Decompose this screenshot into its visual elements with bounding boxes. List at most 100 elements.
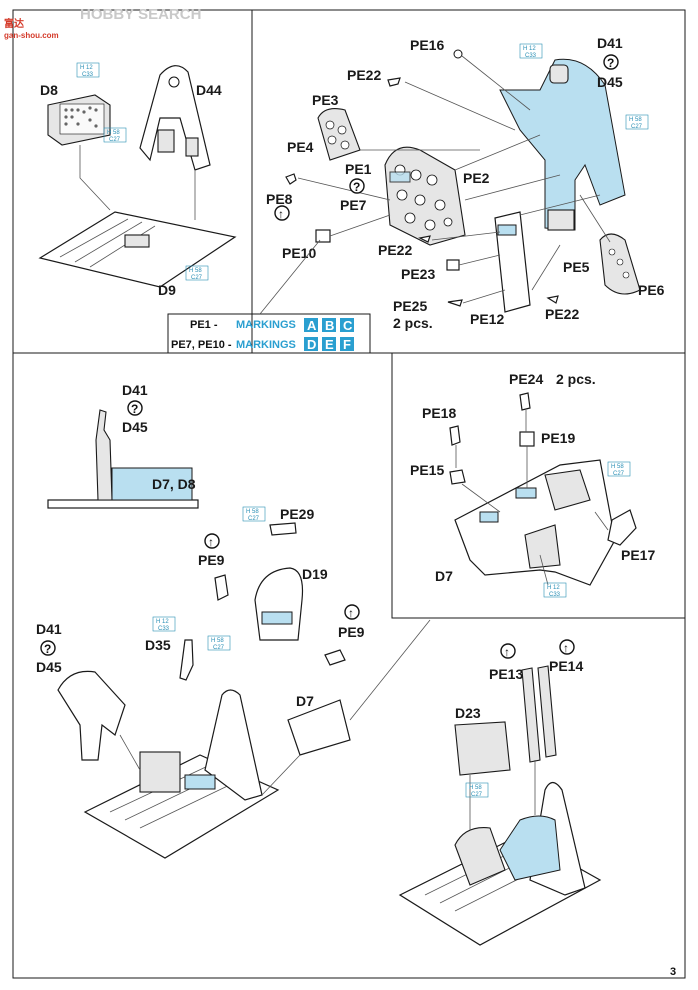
label-pe5: PE5 — [563, 259, 590, 275]
svg-text:C27: C27 — [109, 137, 121, 143]
part-pe3-pe4-panel — [317, 108, 361, 161]
part-d23 — [454, 721, 511, 776]
markings-legend: PE1 - MARKINGS A B C PE7, PE10 - MARKING… — [167, 239, 371, 353]
paint-code-p3-b: H 12 C33 — [152, 616, 176, 632]
label-pe7: PE7 — [340, 197, 367, 213]
part-pe22-mid — [418, 235, 431, 243]
paint-code-p4-b: H 12 C33 — [543, 582, 567, 598]
paint-code-h58: H 58 C27 — [103, 127, 127, 143]
label-d41: D41 — [597, 35, 623, 51]
svg-text:C27: C27 — [191, 275, 203, 281]
svg-text:H 58: H 58 — [611, 464, 624, 470]
label-d8: D8 — [40, 82, 58, 98]
label-d35: D35 — [145, 637, 171, 653]
svg-text:H 12: H 12 — [80, 65, 93, 71]
label-pe22: PE22 — [347, 67, 381, 83]
part-pe12-strip — [494, 211, 531, 313]
part-pe19 — [519, 431, 535, 447]
paint-code-h58-b: H 58 C27 — [185, 265, 209, 281]
label-pe10: PE10 — [282, 245, 316, 261]
svg-text:C33: C33 — [82, 72, 94, 78]
part-pe10 — [315, 229, 331, 243]
part-d8-console — [47, 94, 111, 146]
part-pe22-bottom — [546, 295, 559, 304]
label-pe17: PE17 — [621, 547, 655, 563]
svg-text:C27: C27 — [471, 792, 483, 798]
marking-2-part: PE7, PE10 - — [171, 339, 232, 351]
label-pe18: PE18 — [422, 405, 456, 421]
panel-4-d7-detail: H 58 C27 H 12 C33 PE24 2 pcs. PE18 PE19 … — [410, 371, 655, 598]
section-floor — [47, 499, 199, 509]
label-d7: D7 — [296, 693, 314, 709]
marking-1-part: PE1 - — [190, 319, 218, 331]
part-pe22-top — [387, 77, 401, 87]
svg-text:↑: ↑ — [348, 606, 354, 620]
svg-text:C27: C27 — [213, 645, 225, 651]
part-d9-floor — [38, 211, 237, 288]
svg-text:?: ? — [607, 56, 614, 70]
watermark-brand: HOBBY SEARCH — [80, 6, 201, 23]
fold-arrow-icon: ↑ — [344, 604, 360, 620]
part-pe13 — [521, 667, 541, 763]
svg-text:H 12: H 12 — [156, 619, 169, 625]
label-d41: D41 — [122, 382, 148, 398]
svg-text:B: B — [325, 318, 334, 333]
part-pe23 — [446, 259, 460, 271]
svg-text:H 58: H 58 — [469, 785, 482, 791]
label-d45: D45 — [122, 419, 148, 435]
svg-text:C33: C33 — [549, 592, 561, 598]
part-pe29 — [269, 522, 297, 536]
label-pe13: PE13 — [489, 666, 523, 682]
svg-text:C33: C33 — [158, 626, 170, 632]
fold-arrow-icon: ↑ — [274, 205, 290, 221]
label-pe1: PE1 — [345, 161, 372, 177]
svg-text:A: A — [307, 318, 317, 333]
fold-arrow-icon: ↑ — [500, 643, 516, 659]
svg-text:C33: C33 — [525, 53, 537, 59]
label-pe23: PE23 — [401, 266, 435, 282]
part-pe25 — [447, 299, 463, 307]
panel-2-instrument-panel: H 12 C33 H 58 C27 ? ? ↑ PE16 D41 D45 PE2… — [266, 35, 665, 331]
paint-code-p2-b: H 58 C27 — [625, 114, 649, 130]
paint-code-h12: H 12 C33 — [76, 62, 100, 78]
svg-text:H 58: H 58 — [629, 117, 642, 123]
label-pe24-qty: 2 pcs. — [556, 371, 596, 387]
question-icon: ? — [40, 640, 56, 656]
section-blue — [111, 467, 193, 501]
part-seat-back-main — [204, 689, 263, 801]
label-d19: D19 — [302, 566, 328, 582]
svg-text:↑: ↑ — [563, 641, 569, 655]
paint-code-p3-c: H 58 C27 — [207, 635, 231, 651]
fold-arrow-icon: ↑ — [559, 639, 575, 655]
label-pe12: PE12 — [470, 311, 504, 327]
label-pe14: PE14 — [549, 658, 583, 674]
label-pe3: PE3 — [312, 92, 339, 108]
part-pe16 — [453, 49, 463, 59]
part-d19-seat — [254, 567, 304, 641]
label-d45-b: D45 — [36, 659, 62, 675]
label-pe29: PE29 — [280, 506, 314, 522]
svg-text:H 58: H 58 — [211, 638, 224, 644]
label-pe25-qty: 2 pcs. — [393, 315, 433, 331]
svg-text:C: C — [343, 318, 353, 333]
part-pe17 — [607, 509, 637, 546]
part-d35 — [179, 639, 194, 681]
paint-code-p4-a: H 58 C27 — [607, 461, 631, 477]
svg-text:?: ? — [44, 642, 51, 656]
label-pe9: PE9 — [198, 552, 225, 568]
svg-text:H 12: H 12 — [547, 585, 560, 591]
part-pe14 — [537, 665, 557, 758]
part-seat-p5 — [499, 815, 561, 881]
marking-2-word: MARKINGS — [236, 339, 296, 351]
part-d44-seat-back — [139, 65, 211, 171]
fold-arrow-icon: ↑ — [204, 533, 220, 549]
label-pe6: PE6 — [638, 282, 665, 298]
label-d23: D23 — [455, 705, 481, 721]
label-pe22-c: PE22 — [545, 306, 579, 322]
label-pe24: PE24 — [509, 371, 543, 387]
svg-text:F: F — [343, 337, 351, 352]
label-pe2: PE2 — [463, 170, 490, 186]
part-d41-loose — [57, 670, 126, 761]
svg-text:H 58: H 58 — [189, 268, 202, 274]
